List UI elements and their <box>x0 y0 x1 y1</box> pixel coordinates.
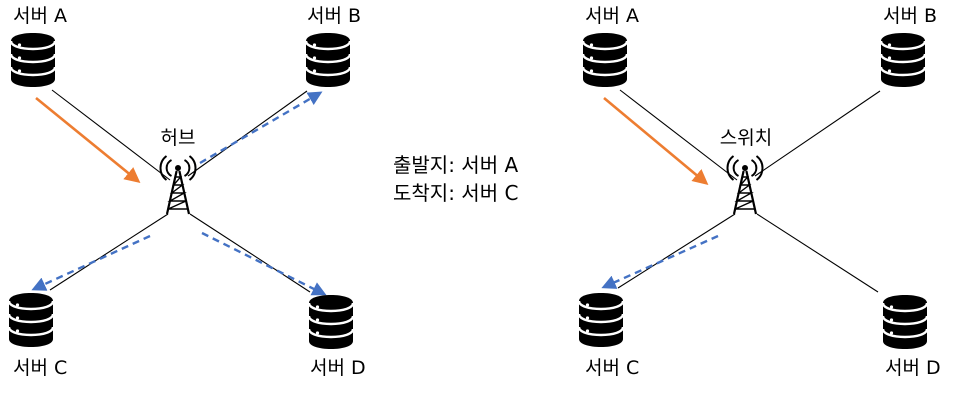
link-hub-to-server-c <box>49 213 169 291</box>
switch-diagram: 서버 A 서버 B 서버 C 서버 D 스위치 <box>577 5 941 379</box>
link-server-a-to-switch <box>619 89 738 181</box>
database-icon <box>879 31 927 89</box>
source-arrow-a-to-hub <box>35 96 141 183</box>
server-d-label: 서버 D <box>310 357 366 379</box>
database-icon <box>577 291 625 349</box>
broadcast-arrow-hub-to-b <box>199 91 323 165</box>
database-icon <box>304 31 352 89</box>
server-a-label: 서버 A <box>13 5 67 27</box>
broadcast-arrow-hub-to-d <box>201 231 327 296</box>
broadcast-tower-icon <box>726 154 764 216</box>
link-server-a-to-hub <box>51 89 171 181</box>
link-hub-to-server-d <box>189 213 311 293</box>
source-annotation: 출발지: 서버 A <box>393 153 518 177</box>
server-a-label: 서버 A <box>585 5 639 27</box>
server-d-label: 서버 D <box>885 357 941 379</box>
link-switch-to-server-c <box>617 213 736 289</box>
forward-arrow-switch-to-c <box>601 234 719 289</box>
broadcast-arrow-hub-to-c <box>31 234 151 291</box>
server-c-label: 서버 C <box>585 357 639 379</box>
database-icon <box>881 293 929 351</box>
broadcast-tower-icon <box>159 154 197 216</box>
destination-annotation: 도착지: 서버 C <box>393 181 518 205</box>
source-arrow-a-to-switch <box>603 97 709 185</box>
database-icon <box>9 31 57 89</box>
server-b-label: 서버 B <box>883 5 937 27</box>
database-icon <box>581 31 629 89</box>
database-icon <box>307 293 355 351</box>
hub-diagram: 서버 A 서버 B 서버 C 서버 D 허브 <box>7 5 366 379</box>
server-b-label: 서버 B <box>307 5 361 27</box>
annotation: 출발지: 서버 A 도착지: 서버 C <box>393 153 518 205</box>
link-switch-to-server-b <box>754 90 881 177</box>
server-c-label: 서버 C <box>13 357 67 379</box>
link-hub-to-server-b <box>187 90 308 177</box>
hub-label: 허브 <box>161 127 196 149</box>
switch-label: 스위치 <box>720 127 772 149</box>
link-switch-to-server-d <box>756 213 879 293</box>
database-icon <box>7 291 55 349</box>
